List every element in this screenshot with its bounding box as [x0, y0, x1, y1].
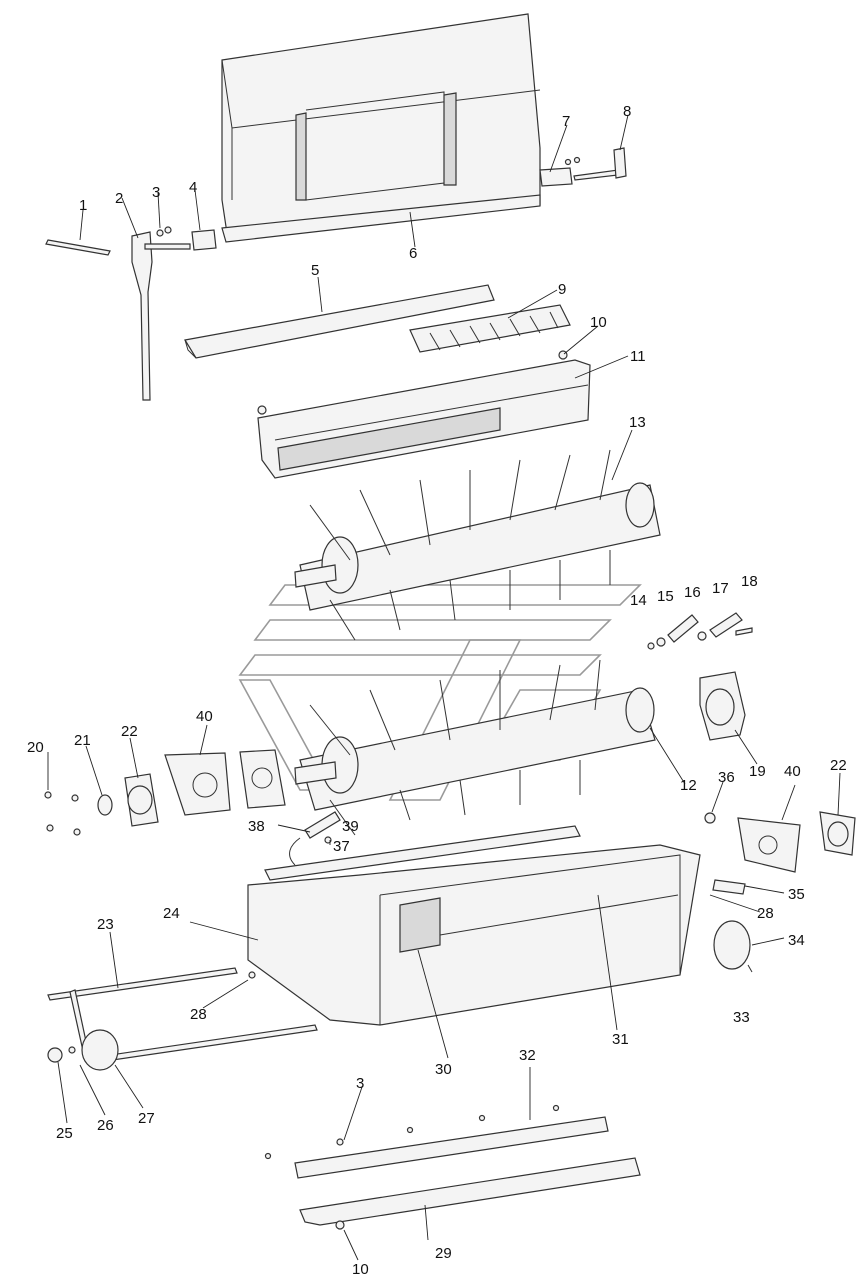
- lower-rotor: [294, 659, 656, 836]
- callout-25: 25: [56, 1125, 73, 1142]
- callout-29: 29: [435, 1245, 452, 1262]
- upper-rotor: [294, 449, 661, 641]
- callout-22-right: 22: [830, 757, 847, 774]
- callout-40-left: 40: [196, 708, 213, 725]
- callout-10-top: 10: [590, 314, 607, 331]
- callout-37: 37: [333, 838, 350, 855]
- callout-19: 19: [749, 763, 766, 780]
- knife-housing: [257, 350, 591, 479]
- callout-35: 35: [788, 886, 805, 903]
- drive-shaft: [47, 967, 318, 1071]
- callout-1: 1: [79, 197, 87, 214]
- callout-26: 26: [97, 1117, 114, 1134]
- callout-11: 11: [630, 348, 646, 365]
- comb-plate: [409, 304, 571, 353]
- callout-14: 14: [630, 592, 647, 609]
- sensor: [289, 811, 341, 866]
- callout-4: 4: [189, 179, 197, 196]
- bottom-bars: [264, 1104, 641, 1230]
- callout-3-bottom: 3: [356, 1075, 364, 1092]
- callout-22-left: 22: [121, 723, 138, 740]
- callout-8: 8: [623, 103, 631, 120]
- callout-2: 2: [115, 190, 123, 207]
- callout-28-left: 28: [190, 1006, 207, 1023]
- bearings-left: [44, 749, 286, 836]
- callout-6: 6: [409, 245, 417, 262]
- knife-hardware: [647, 612, 753, 650]
- callout-labels: 1 2 3 4 5 6 7 8 9 10 11 12 13 14 15 16 1…: [27, 103, 847, 1278]
- callout-9: 9: [558, 281, 566, 298]
- bracket-35: [712, 879, 746, 895]
- callout-13: 13: [629, 414, 646, 431]
- callout-34: 34: [788, 932, 805, 949]
- callout-12: 12: [680, 777, 697, 794]
- callout-33: 33: [733, 1009, 750, 1026]
- callout-16: 16: [684, 584, 701, 601]
- nut-36: [704, 812, 716, 824]
- callout-27: 27: [138, 1110, 155, 1127]
- callout-28-right: 28: [757, 905, 774, 922]
- callout-7: 7: [562, 113, 570, 130]
- callout-38: 38: [248, 818, 265, 835]
- callout-3: 3: [152, 184, 160, 201]
- callout-39: 39: [342, 818, 359, 835]
- linkage-left: [45, 226, 217, 401]
- callout-18: 18: [741, 573, 758, 590]
- callout-30: 30: [435, 1061, 452, 1078]
- callout-32: 32: [519, 1047, 536, 1064]
- callout-10-bottom: 10: [352, 1261, 369, 1278]
- linkage-right: [539, 147, 627, 187]
- leader-lines: [47, 114, 841, 1261]
- callout-31: 31: [612, 1031, 629, 1048]
- callout-20: 20: [27, 739, 44, 756]
- hood-cover: [221, 13, 541, 243]
- angle-bar: [184, 284, 495, 359]
- disc-34: [713, 920, 753, 973]
- callout-17: 17: [712, 580, 729, 597]
- bearing-plate-right: [699, 671, 746, 741]
- callout-21: 21: [74, 732, 91, 749]
- callout-15: 15: [657, 588, 674, 605]
- callout-5: 5: [311, 262, 319, 279]
- callout-40-right: 40: [784, 763, 801, 780]
- callout-36: 36: [718, 769, 735, 786]
- callout-23: 23: [97, 916, 114, 933]
- main-frame: [247, 825, 701, 1026]
- bearings-right: [737, 811, 856, 873]
- callout-24: 24: [163, 905, 180, 922]
